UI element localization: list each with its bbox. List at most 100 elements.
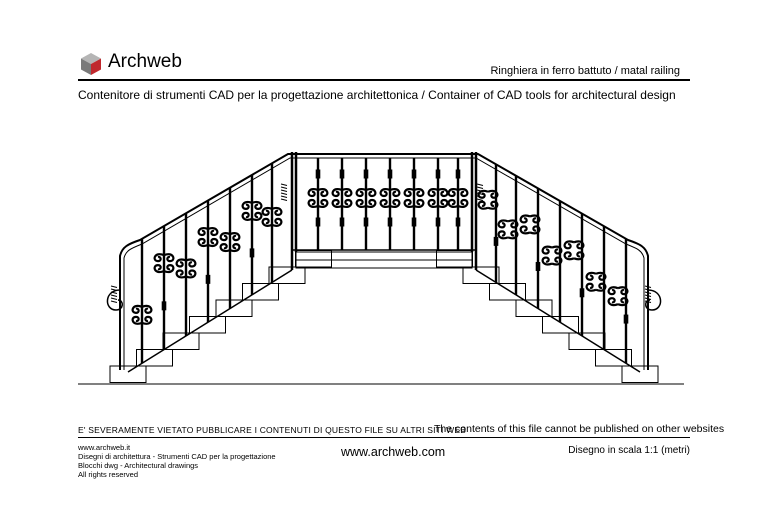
- scroll-ornament: [317, 198, 329, 208]
- footer-line: Disegni di architettura - Strumenti CAD …: [78, 452, 276, 461]
- scroll-ornament: [185, 258, 197, 268]
- footer-credits: www.archweb.it Disegni di architettura -…: [78, 443, 276, 479]
- scroll-ornament: [427, 188, 439, 198]
- scroll-ornament: [355, 188, 367, 198]
- scroll-ornament: [563, 240, 575, 250]
- bottom-rail-right: [475, 269, 641, 373]
- baluster-collar: [315, 217, 321, 227]
- twist-mark: [280, 183, 288, 186]
- scroll-ornament: [607, 286, 619, 296]
- scroll-ornament: [365, 198, 377, 208]
- twist-mark: [644, 300, 652, 303]
- notice-english: The contents of this file cannot be publ…: [434, 423, 725, 435]
- scroll-ornament: [331, 188, 343, 198]
- baluster-collar: [205, 274, 211, 284]
- header-divider: [78, 79, 690, 81]
- baluster-collar: [435, 169, 441, 179]
- scroll-ornament: [551, 256, 563, 266]
- twist-mark: [280, 189, 288, 192]
- scroll-ornament: [447, 188, 459, 198]
- volute-right: [645, 289, 662, 311]
- scroll-ornament: [497, 230, 509, 240]
- scroll-ornament: [389, 188, 401, 198]
- drawing-title: Ringhiera in ferro battuto / matal raili…: [490, 65, 680, 77]
- step-left: [295, 250, 332, 268]
- scroll-ornament: [197, 237, 209, 248]
- scale-note: Disegno in scala 1:1 (metri): [568, 445, 690, 456]
- scroll-ornament: [307, 198, 319, 208]
- twist-mark: [280, 195, 288, 198]
- scroll-ornament: [379, 188, 391, 198]
- baluster-collar: [623, 314, 629, 324]
- handrail: [119, 153, 649, 370]
- scroll-ornament: [219, 232, 231, 242]
- scroll-ornament: [573, 251, 585, 261]
- scroll-ornament: [317, 188, 329, 198]
- step-right: [621, 365, 659, 383]
- twist-mark: [110, 285, 118, 288]
- scroll-ornament: [141, 304, 153, 314]
- scroll-ornament: [607, 297, 619, 307]
- twist-mark: [110, 297, 118, 300]
- twist-mark: [644, 285, 652, 288]
- baluster-collar: [455, 217, 461, 227]
- scroll-ornament: [487, 200, 499, 210]
- scroll-ornament: [141, 315, 153, 325]
- footer-line: All rights reserved: [78, 470, 139, 479]
- scroll-ornament: [595, 282, 607, 292]
- scroll-ornament: [197, 227, 209, 237]
- scroll-ornament: [341, 188, 353, 198]
- step-right: [436, 250, 473, 268]
- step-left: [136, 349, 173, 367]
- scroll-ornament: [563, 251, 575, 261]
- scroll-ornament: [365, 188, 377, 198]
- staircase: [78, 250, 684, 385]
- twist-mark: [110, 294, 118, 297]
- scroll-ornament: [541, 245, 553, 255]
- scroll-ornament: [341, 198, 353, 208]
- scroll-ornament: [207, 227, 219, 237]
- scroll-ornament: [185, 269, 197, 279]
- scroll-ornament: [529, 225, 541, 235]
- step-right: [489, 283, 526, 301]
- scroll-ornament: [413, 188, 425, 198]
- scroll-ornament: [477, 189, 489, 199]
- baluster-collar: [579, 288, 585, 298]
- scroll-ornament: [413, 198, 425, 208]
- baluster-collar: [493, 236, 499, 246]
- scroll-ornament: [271, 217, 283, 227]
- scroll-ornament: [529, 214, 541, 224]
- scroll-ornament: [261, 217, 273, 227]
- scroll-ornament: [241, 211, 253, 221]
- scroll-ornament: [447, 198, 459, 208]
- scroll-ornament: [403, 198, 415, 208]
- scroll-ornament: [251, 200, 263, 211]
- scroll-ornament: [175, 269, 187, 279]
- baluster-collar: [363, 169, 369, 179]
- twist-mark: [280, 198, 288, 201]
- scroll-ornament: [131, 315, 143, 325]
- baluster-collar: [435, 217, 441, 227]
- baluster-collar: [455, 169, 461, 179]
- scroll-ornament: [403, 188, 415, 198]
- scroll-ornament: [251, 211, 263, 221]
- step-left: [242, 283, 279, 301]
- twist-mark: [644, 291, 652, 294]
- scroll-ornament: [307, 188, 319, 198]
- scroll-ornament: [207, 237, 219, 248]
- scroll-ornament: [427, 198, 439, 208]
- footer-url-link[interactable]: www.archweb.com: [341, 445, 446, 459]
- baluster-collar: [249, 248, 255, 258]
- scroll-ornament: [389, 198, 401, 208]
- footer-divider: [78, 437, 690, 438]
- archweb-logo-icon: [81, 53, 101, 75]
- step-left: [268, 266, 306, 284]
- bottom-rail-left: [127, 269, 293, 373]
- footer-line[interactable]: www.archweb.it: [78, 443, 131, 452]
- scroll-ornament: [585, 271, 597, 281]
- twist-mark: [110, 291, 118, 294]
- scroll-ornament: [497, 219, 509, 229]
- scroll-ornament: [355, 198, 367, 208]
- scroll-ornament: [477, 200, 489, 210]
- step-right: [462, 266, 500, 284]
